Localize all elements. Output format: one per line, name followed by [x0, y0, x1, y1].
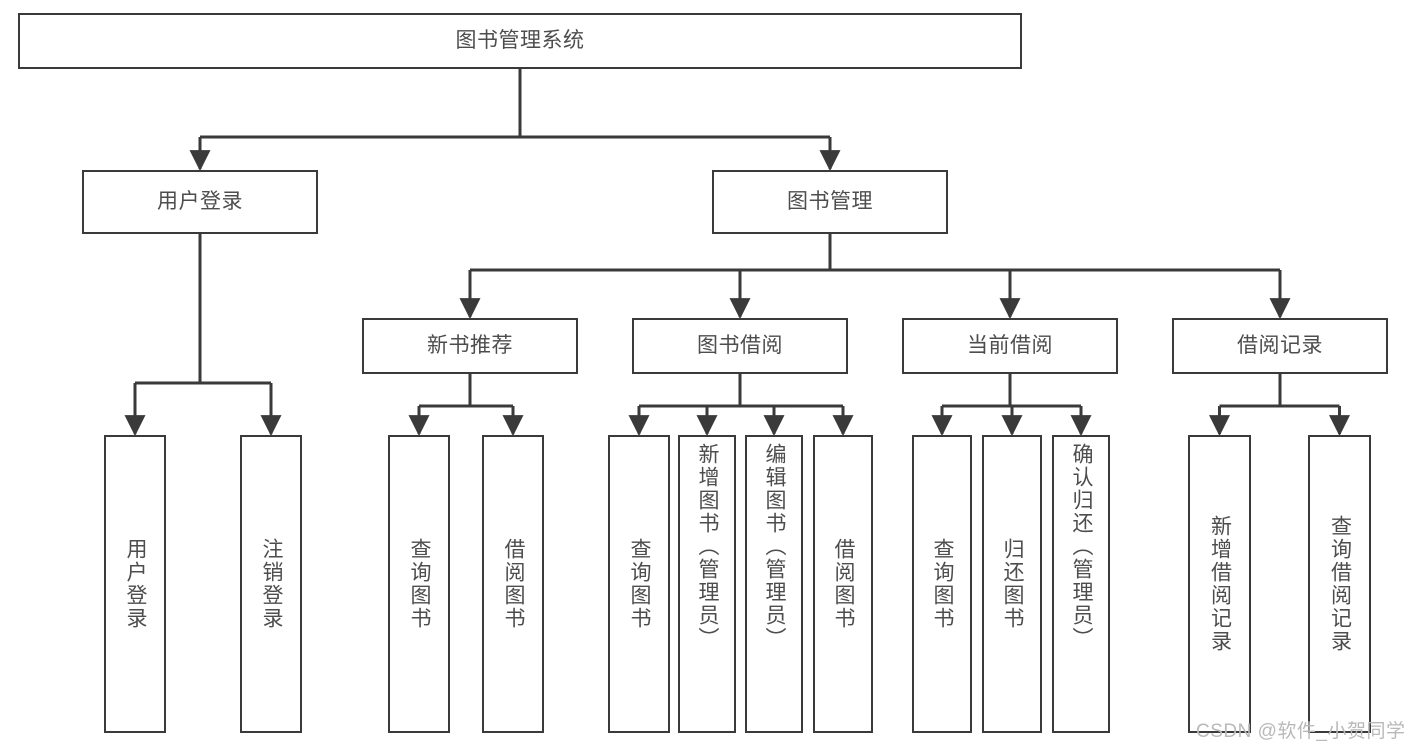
node-current-borrow[interactable]: 当前借阅: [902, 318, 1118, 374]
node-label: 新增图书（管理员）: [696, 443, 720, 650]
node-user-login[interactable]: 用户登录: [82, 170, 318, 234]
leaf-logout-login[interactable]: 注销登录: [240, 435, 302, 733]
node-label: 图书管理系统: [455, 28, 585, 52]
leaf-user-login[interactable]: 用户登录: [104, 435, 166, 733]
leaf-query-books-borrow[interactable]: 查询图书: [608, 435, 670, 733]
node-label: 归还图书: [1001, 538, 1025, 630]
node-new-book-recommend[interactable]: 新书推荐: [362, 318, 578, 374]
leaf-borrow-books-recommend[interactable]: 借阅图书: [482, 435, 544, 733]
node-label: 借阅记录: [1237, 333, 1323, 357]
node-label: 当前借阅: [967, 333, 1053, 357]
node-label: 借阅图书: [502, 538, 526, 630]
leaf-query-books-recommend[interactable]: 查询图书: [388, 435, 450, 733]
watermark: CSDN @软件_小贺同学: [1196, 721, 1405, 742]
node-label: 查询借阅记录: [1328, 515, 1352, 653]
leaf-add-book-admin[interactable]: 新增图书（管理员）: [678, 435, 736, 733]
node-label: 借阅图书: [832, 538, 856, 630]
leaf-confirm-return-admin[interactable]: 确认归还（管理员）: [1052, 435, 1110, 733]
node-label: 用户登录: [124, 538, 148, 630]
node-label: 确认归还（管理员）: [1070, 443, 1094, 650]
leaf-return-books[interactable]: 归还图书: [982, 435, 1042, 733]
node-book-borrow[interactable]: 图书借阅: [632, 318, 848, 374]
leaf-query-borrow-record[interactable]: 查询借阅记录: [1308, 435, 1371, 733]
leaf-add-borrow-record[interactable]: 新增借阅记录: [1188, 435, 1251, 733]
node-label: 编辑图书（管理员）: [763, 443, 787, 650]
node-label: 查询图书: [931, 538, 955, 630]
node-label: 用户登录: [157, 189, 243, 213]
leaf-query-books-current[interactable]: 查询图书: [912, 435, 972, 733]
node-label: 查询图书: [408, 538, 432, 630]
node-borrow-record[interactable]: 借阅记录: [1172, 318, 1388, 374]
node-label: 新书推荐: [427, 333, 513, 357]
leaf-borrow-books[interactable]: 借阅图书: [813, 435, 873, 733]
node-book-management[interactable]: 图书管理: [712, 170, 948, 234]
node-root[interactable]: 图书管理系统: [18, 13, 1022, 69]
node-label: 新增借阅记录: [1208, 515, 1232, 653]
node-label: 查询图书: [628, 538, 652, 630]
node-label: 图书借阅: [697, 333, 783, 357]
node-label: 注销登录: [260, 538, 284, 630]
node-label: 图书管理: [787, 189, 873, 213]
leaf-edit-book-admin[interactable]: 编辑图书（管理员）: [745, 435, 803, 733]
